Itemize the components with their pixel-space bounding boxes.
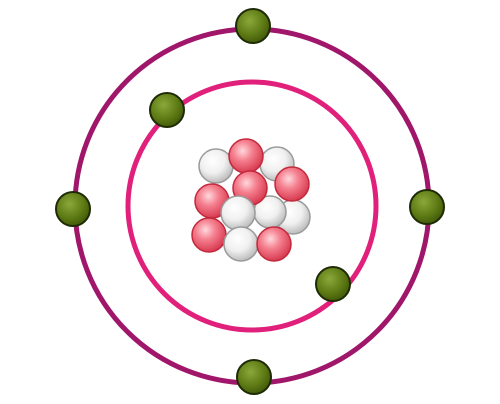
electron [149, 92, 185, 128]
outer-shell-electrons [55, 8, 445, 395]
inner-shell-electrons [149, 92, 351, 302]
proton [228, 138, 264, 174]
electron [236, 359, 272, 395]
neutron [198, 148, 234, 184]
electron [235, 8, 271, 44]
electron [55, 191, 91, 227]
proton [191, 217, 227, 253]
neutron [220, 195, 256, 231]
electron [315, 266, 351, 302]
proton [274, 166, 310, 202]
electron [409, 189, 445, 225]
inner-orbit [125, 79, 379, 333]
proton [256, 226, 292, 262]
neutron [223, 226, 259, 262]
nucleus [191, 138, 311, 262]
